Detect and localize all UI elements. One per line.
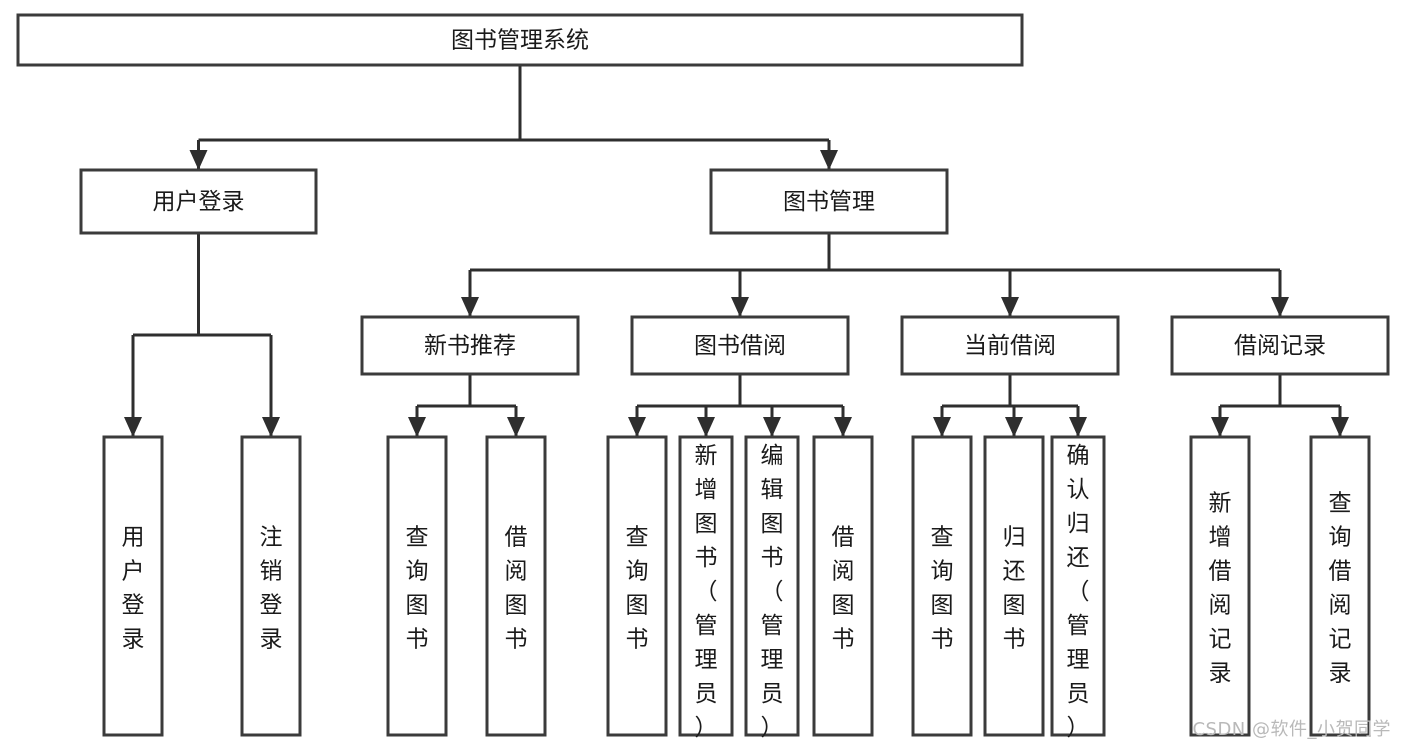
node-box-borrow-record	[1170, 315, 1390, 376]
root-arrow-1	[820, 150, 838, 170]
book-manage-arrow-0	[461, 297, 479, 317]
node-leaf-borrow-book-1[interactable]: 借阅图书	[485, 435, 547, 737]
book-borrow-arrow-0	[628, 417, 646, 437]
new-book-recommend-arrow-1	[507, 417, 525, 437]
node-box-book-borrow	[630, 315, 850, 376]
node-label-leaf-confirm-return: 确认归还（管理员）	[1067, 443, 1090, 741]
node-book-borrow[interactable]: 图书借阅	[630, 315, 850, 376]
current-borrow-arrow-0	[933, 417, 951, 437]
node-label-user-login: 用户登录	[153, 189, 245, 215]
node-label-leaf-query-book-3: 查询图书	[931, 525, 954, 653]
node-label-leaf-edit-book: 编辑图书（管理员）	[761, 443, 784, 741]
node-label-root: 图书管理系统	[451, 28, 589, 54]
node-label-leaf-query-book-1: 查询图书	[406, 525, 429, 653]
node-leaf-confirm-return[interactable]: 确认归还（管理员）	[1050, 435, 1106, 741]
book-manage-arrow-2	[1001, 297, 1019, 317]
node-box-leaf-query-book-1	[386, 435, 448, 737]
node-leaf-add-book[interactable]: 新增图书（管理员）	[678, 435, 734, 741]
node-box-leaf-add-record	[1189, 435, 1251, 737]
user-login-arrow-0	[124, 417, 142, 437]
node-book-manage[interactable]: 图书管理	[709, 168, 949, 235]
root-arrow-0	[189, 150, 208, 170]
node-borrow-record[interactable]: 借阅记录	[1170, 315, 1390, 376]
node-label-leaf-user-login: 用户登录	[122, 525, 145, 653]
node-label-leaf-return-book: 归还图书	[1003, 525, 1026, 653]
borrow-record-arrow-0	[1211, 417, 1229, 437]
node-current-borrow[interactable]: 当前借阅	[900, 315, 1120, 376]
node-box-leaf-borrow-book-1	[485, 435, 547, 737]
connector-layer	[124, 65, 1349, 437]
node-label-leaf-borrow-book-1: 借阅图书	[505, 525, 528, 653]
node-user-login[interactable]: 用户登录	[79, 168, 318, 235]
node-label-leaf-add-book: 新增图书（管理员）	[695, 443, 718, 741]
node-box-leaf-query-book-2	[606, 435, 668, 737]
new-book-recommend-arrow-0	[408, 417, 426, 437]
node-leaf-borrow-book-2[interactable]: 借阅图书	[812, 435, 874, 737]
node-box-leaf-logout	[240, 435, 302, 737]
node-label-new-book-recommend: 新书推荐	[424, 333, 516, 359]
node-label-leaf-logout: 注销登录	[260, 525, 283, 653]
node-label-book-manage: 图书管理	[783, 189, 875, 215]
node-leaf-query-book-3[interactable]: 查询图书	[911, 435, 973, 737]
node-box-leaf-confirm-return	[1050, 435, 1106, 737]
node-leaf-edit-book[interactable]: 编辑图书（管理员）	[744, 435, 800, 741]
node-label-current-borrow: 当前借阅	[964, 333, 1056, 359]
book-manage-arrow-1	[731, 297, 749, 317]
current-borrow-arrow-1	[1005, 417, 1023, 437]
book-manage-arrow-3	[1271, 297, 1289, 317]
user-login-arrow-1	[262, 417, 280, 437]
borrow-record-arrow-1	[1331, 417, 1349, 437]
node-box-leaf-edit-book	[744, 435, 800, 737]
node-box-book-manage	[709, 168, 949, 235]
node-label-leaf-query-book-2: 查询图书	[626, 525, 649, 653]
node-leaf-add-record[interactable]: 新增借阅记录	[1189, 435, 1251, 737]
node-leaf-query-book-2[interactable]: 查询图书	[606, 435, 668, 737]
node-box-leaf-query-record	[1309, 435, 1371, 737]
node-box-leaf-query-book-3	[911, 435, 973, 737]
node-label-borrow-record: 借阅记录	[1234, 333, 1326, 359]
book-borrow-arrow-1	[697, 417, 715, 437]
node-label-book-borrow: 图书借阅	[694, 333, 786, 359]
node-label-leaf-borrow-book-2: 借阅图书	[832, 525, 855, 653]
book-borrow-arrow-2	[763, 417, 781, 437]
node-box-user-login	[79, 168, 318, 235]
node-leaf-return-book[interactable]: 归还图书	[983, 435, 1045, 737]
book-borrow-arrow-3	[834, 417, 852, 437]
node-layer: 图书管理系统用户登录图书管理新书推荐图书借阅当前借阅借阅记录用户登录注销登录查询…	[16, 13, 1390, 741]
node-leaf-user-login[interactable]: 用户登录	[102, 435, 164, 737]
node-leaf-query-book-1[interactable]: 查询图书	[386, 435, 448, 737]
current-borrow-arrow-2	[1069, 417, 1087, 437]
node-box-current-borrow	[900, 315, 1120, 376]
node-leaf-logout[interactable]: 注销登录	[240, 435, 302, 737]
node-box-new-book-recommend	[360, 315, 580, 376]
node-box-leaf-user-login	[102, 435, 164, 737]
node-leaf-query-record[interactable]: 查询借阅记录	[1309, 435, 1371, 737]
node-root[interactable]: 图书管理系统	[16, 13, 1024, 67]
node-box-leaf-add-book	[678, 435, 734, 737]
node-label-leaf-add-record: 新增借阅记录	[1209, 491, 1232, 687]
node-box-leaf-borrow-book-2	[812, 435, 874, 737]
node-box-leaf-return-book	[983, 435, 1045, 737]
node-label-leaf-query-record: 查询借阅记录	[1329, 491, 1352, 687]
node-new-book-recommend[interactable]: 新书推荐	[360, 315, 580, 376]
node-box-root	[16, 13, 1024, 67]
